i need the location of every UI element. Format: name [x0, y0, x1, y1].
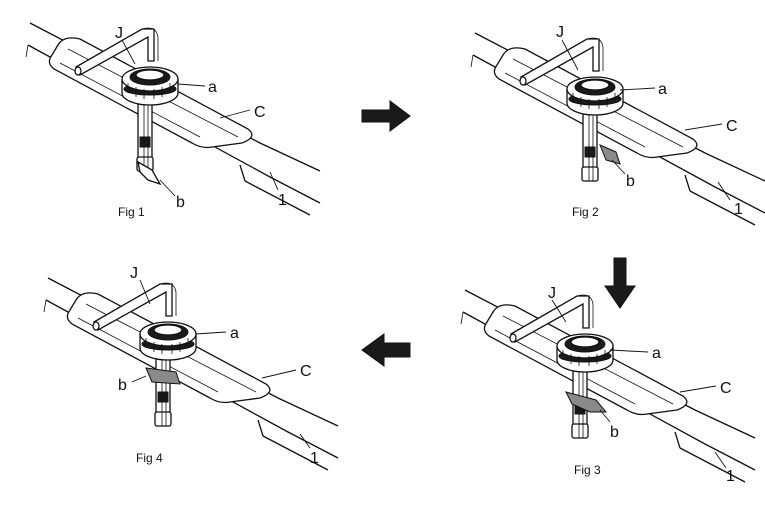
left-arrow	[361, 333, 411, 367]
label-c-fig1: C	[254, 104, 266, 121]
label-1-fig2: 1	[734, 201, 743, 218]
label-a-fig3: a	[652, 345, 661, 362]
figure-2: J a C b 1 Fig 2	[470, 24, 765, 226]
label-1-fig4: 1	[310, 450, 319, 467]
label-1-fig1: 1	[278, 192, 287, 209]
figure-3: J a C b 1 Fig 3	[460, 285, 756, 485]
label-j-fig4: J	[130, 265, 138, 282]
clip-b-fig1	[137, 160, 162, 186]
label-a-fig1: a	[208, 79, 217, 96]
label-a-fig2: a	[658, 81, 667, 98]
clip-b-fig2	[599, 144, 621, 165]
label-b-fig1: b	[176, 194, 185, 211]
label-b-fig4: b	[118, 377, 127, 394]
caption-fig4: Fig 4	[136, 451, 163, 465]
label-j-fig1: J	[115, 25, 123, 42]
label-j-fig3: J	[548, 285, 556, 302]
down-arrow	[604, 257, 636, 309]
label-j-fig2: J	[556, 24, 564, 41]
label-a-fig4: a	[230, 325, 239, 342]
clip-b-fig3	[565, 391, 608, 413]
caption-fig3: Fig 3	[574, 463, 601, 477]
label-c-fig3: C	[720, 380, 732, 397]
clip-b-fig4	[145, 367, 181, 385]
caption-fig1: Fig 1	[118, 205, 145, 219]
label-b-fig3: b	[610, 424, 619, 441]
label-c-fig2: C	[726, 118, 738, 135]
right-arrow	[361, 100, 411, 132]
figure-4: J a C b 1 Fig 4	[43, 265, 339, 471]
caption-fig2: Fig 2	[572, 205, 599, 219]
label-c-fig4: C	[300, 363, 312, 380]
figure-1: J a C b 1 Fig 1	[25, 22, 321, 219]
label-b-fig2: b	[626, 173, 635, 190]
label-1-fig3: 1	[726, 468, 735, 485]
